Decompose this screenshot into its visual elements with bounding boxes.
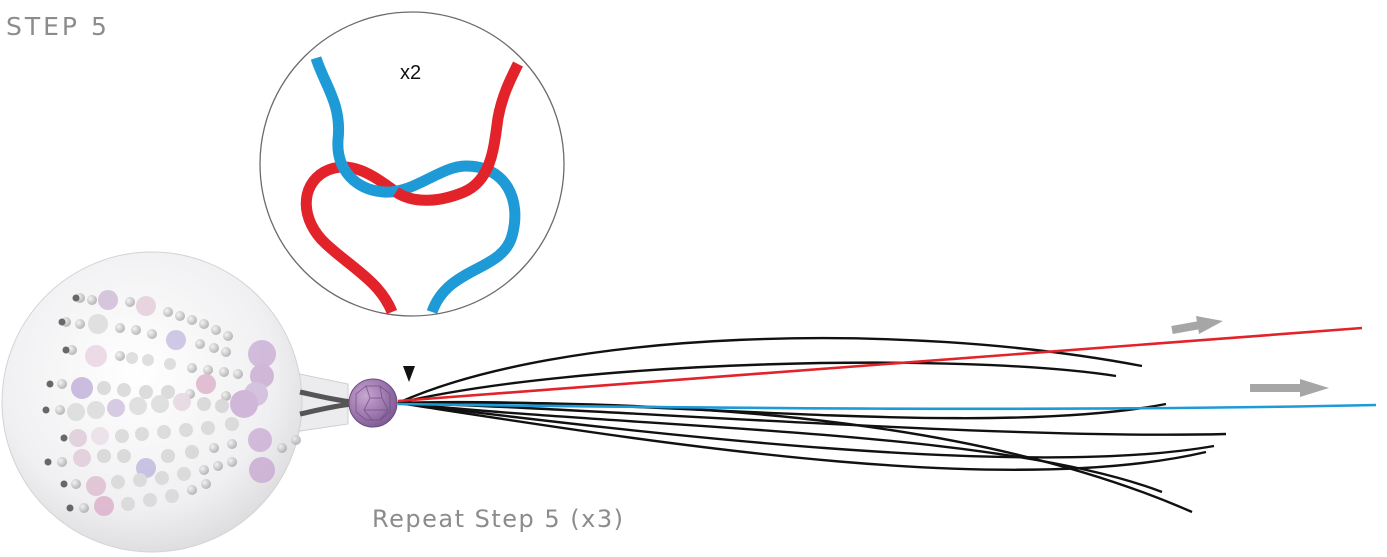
blue-strand <box>310 56 521 315</box>
strand-bundle <box>397 326 1377 514</box>
black-cord-7 <box>397 401 1193 514</box>
bead-row-9 <box>79 479 211 516</box>
red-strand-upper <box>392 61 523 206</box>
bead-row-6 <box>69 417 272 452</box>
black-cord-4 <box>397 401 1227 436</box>
black-cord-2 <box>397 361 1117 405</box>
bead-row-2 <box>61 314 276 368</box>
black-cord-6 <box>397 401 1207 472</box>
black-cord-1 <box>397 336 1143 405</box>
black-cord-8 <box>397 401 1163 494</box>
red-strand-long <box>397 326 1363 403</box>
purple-bead <box>348 378 398 428</box>
converging-cord <box>299 389 353 405</box>
blue-strand-long <box>397 402 1377 411</box>
step-title: STEP 5 <box>6 12 110 41</box>
converging-cord <box>299 401 353 417</box>
strand-end-caps <box>42 294 80 512</box>
arrow-right-icon <box>1171 316 1223 334</box>
bead-row-7 <box>57 435 301 483</box>
magnified-knot-inset: x2 <box>259 11 565 317</box>
red-strand-lower <box>300 161 400 315</box>
inset-circle <box>259 11 565 317</box>
bead-row-5 <box>55 390 258 421</box>
pointer-triangle-icon <box>403 366 415 382</box>
black-cord-5 <box>397 401 1215 459</box>
bead-row-8 <box>71 457 237 496</box>
bead-strands <box>42 290 301 516</box>
inset-multiplier-label: x2 <box>400 62 421 84</box>
bead-row-3 <box>67 345 274 388</box>
arrow-right-icon <box>1250 379 1329 397</box>
repeat-note: Repeat Step 5 (x3) <box>372 505 625 533</box>
bead-bubble <box>1 251 353 553</box>
